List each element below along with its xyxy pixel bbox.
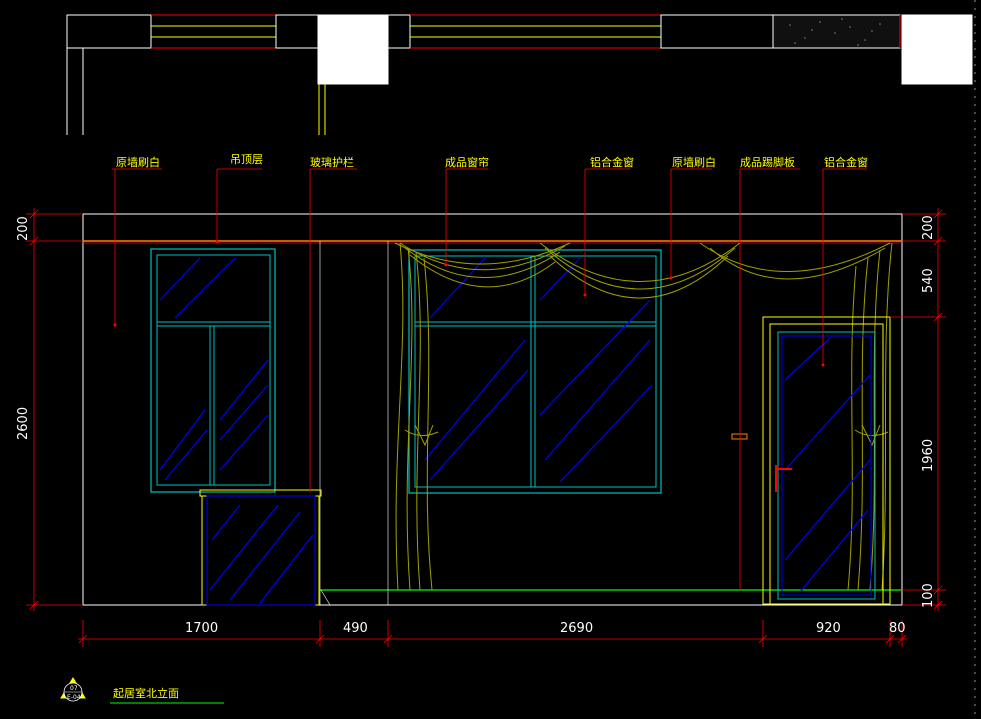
label-alu-window: 铝合金窗 [590, 155, 634, 169]
dim-bottom-2690: 2690 [560, 621, 593, 636]
left-window [150, 248, 276, 493]
label-wall-white-left: 原墙刷白 [116, 155, 160, 169]
dim-bottom-920: 920 [816, 621, 841, 636]
label-board: 成品踢脚板 [740, 155, 795, 169]
bottom-dimension-lines [78, 620, 907, 647]
plan-view [66, 14, 973, 135]
symbol-top-text: 07 [70, 685, 78, 692]
dim-right-200: 200 [921, 215, 936, 240]
dim-left-2600: 2600 [16, 407, 31, 440]
label-ceiling-layer: 吊顶层 [230, 153, 263, 166]
wall-outline [82, 213, 903, 606]
left-dimension-lines [26, 208, 83, 611]
dim-bottom-490: 490 [343, 621, 368, 636]
dim-left-200: 200 [16, 216, 31, 241]
label-curtain: 成品窗帘 [445, 155, 489, 169]
central-window [408, 249, 662, 494]
label-wall-white-right: 原墙刷白 [672, 155, 716, 169]
label-railing: 玻璃护栏 [310, 155, 354, 169]
glass-railing [199, 489, 331, 606]
label-alu-door: 铝合金窗 [824, 155, 868, 169]
dim-bottom-1700: 1700 [185, 621, 218, 636]
dim-bottom-80: 80 [889, 621, 906, 636]
door [731, 316, 891, 605]
right-dimension-lines [890, 208, 946, 611]
dim-right-100: 100 [921, 583, 936, 608]
curtain [394, 242, 893, 591]
drawing-title: 起居室北立面 [113, 686, 179, 700]
leader-lines [112, 168, 867, 590]
dim-right-540: 540 [921, 268, 936, 293]
symbol-bottom-text: E-04 [67, 694, 81, 701]
leader-dots [113, 240, 825, 367]
drawing-symbol [60, 677, 86, 702]
dim-right-1960: 1960 [921, 439, 936, 472]
